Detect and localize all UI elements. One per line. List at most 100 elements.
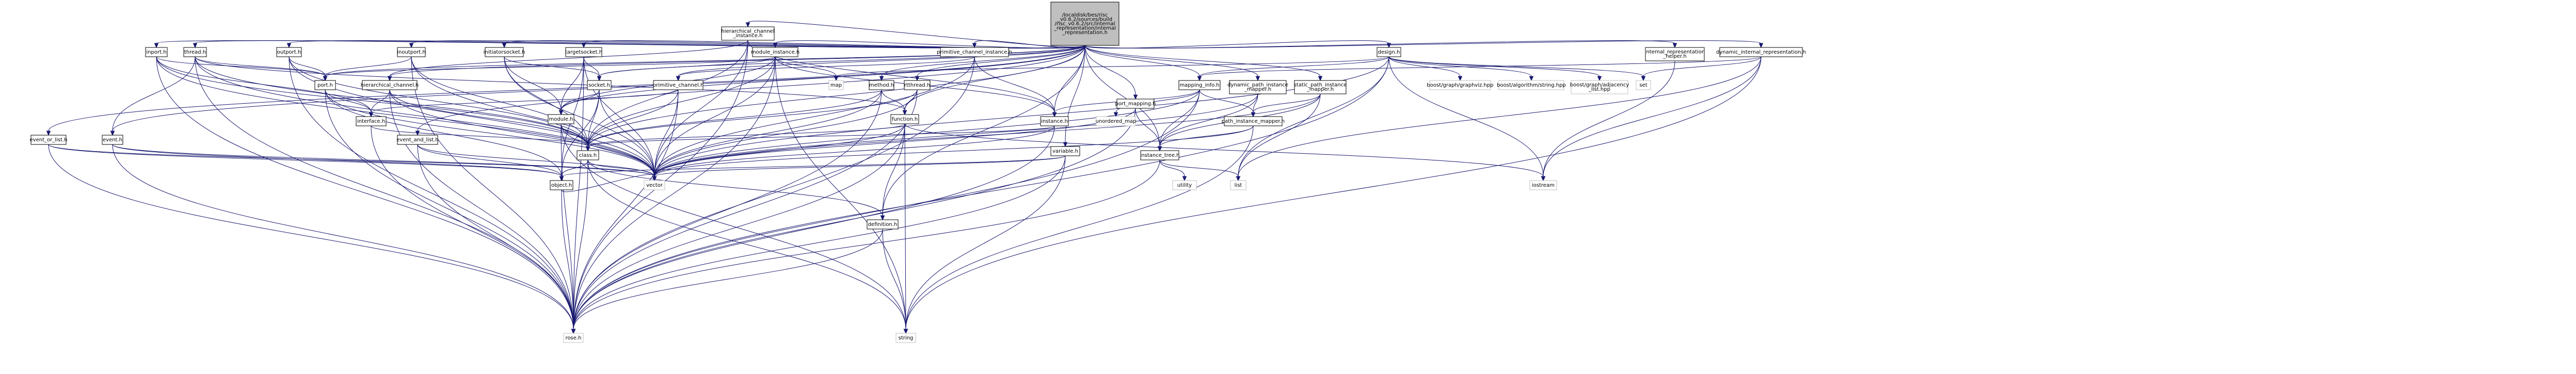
edge-spim-to-pim [1251,93,1321,118]
node-label: module_instance.h [751,50,799,55]
node-unordered-map: unordered_map [1096,116,1137,126]
edge-root-to-mapinfo [1084,45,1202,82]
edge-thread-to-vector [195,56,657,182]
node-label: string [899,335,914,341]
node-label: path_instance_mapper.h [1222,119,1285,124]
node-set: set [1636,80,1651,90]
edge-pcinst-to-primchan [676,56,975,82]
node-object-h[interactable]: object.h [550,180,573,190]
edge-function-to-definition [880,123,905,221]
node-label: thread.h [184,50,206,55]
edge-inport-to-classh [156,56,590,152]
edge-design-to-iostream [1388,56,1546,182]
node-outport-h[interactable]: outport.h [276,47,302,57]
node-port-h[interactable]: port.h [314,80,336,90]
edge-definition-to-string [882,229,908,334]
node-label: _mapper.h [1244,87,1271,92]
edge-eorlist-to-roseh [48,144,576,334]
node-dynamic-path-instance-mapper-h[interactable]: dynamic_path_instance_mapper.h [1227,80,1288,94]
node-definition-h[interactable]: definition.h [867,219,899,230]
node-label: event.h [103,137,122,143]
edge-inport-to-port [156,56,328,82]
node-instance-tree-h[interactable]: instance_tree.h [1140,150,1180,160]
node-path-instance-mapper-h[interactable]: path_instance_mapper.h [1222,116,1285,126]
node-method-h[interactable]: method.h [869,80,894,90]
node-inoutport-h[interactable]: inoutport.h [397,47,426,57]
node-instance-h[interactable]: instance.h [1040,116,1069,126]
edge-object-to-vector [561,174,657,192]
node-label: list [1235,183,1242,188]
node-internal-representation-helper-h[interactable]: internal_representation_helper.h [1645,47,1705,61]
node-utility: utility [1172,180,1197,190]
edge-design-to-balgo [1388,56,1534,82]
node-socket-h[interactable]: socket.h [587,80,612,90]
edge-root-to-eventh [110,45,1085,136]
node-inport-h[interactable]: inport.h [145,47,168,57]
edge-root-to-primchan [676,45,1085,82]
edge-eandlist-to-object [417,144,564,182]
edge-definition-to-roseh [571,229,883,334]
edge-root-to-dpim [1084,45,1260,82]
edge-variable-to-string [903,155,1066,334]
edge-function-to-string [903,123,908,334]
edge-root-to-modinst [773,40,1085,48]
edge-classh-to-definition [587,159,885,221]
node-rtthread-h[interactable]: rtthread.h [904,80,931,90]
node-class-h[interactable]: class.h [577,150,599,160]
node-initiatorsocket-h[interactable]: initiatorsocket.h [484,47,525,57]
node-static-path-instance-mapper-h[interactable]: static_path_instance_mapper.h [1294,80,1347,94]
edge-root-to-dynir [1084,40,1764,48]
node-primitive-channel-instance-h[interactable]: primitive_channel_instance.h [937,47,1012,57]
edge-port-to-roseh [325,89,576,334]
node-label: boost/algorithm/string.hpp [1497,83,1566,88]
node-primitive-channel-h[interactable]: primitive_channel.h [653,80,704,90]
node-event-or-list-h[interactable]: event_or_list.h [30,135,68,145]
node-module-instance-h[interactable]: module_instance.h [751,47,799,57]
node-label: instance_tree.h [1140,153,1180,158]
edge-root-to-design [1084,40,1391,48]
node-event-and-list-h[interactable]: event_and_list.h [396,135,439,145]
node-dynamic-internal-representation-h[interactable]: dynamic_internal_representation.h [1716,47,1806,57]
node-design-h[interactable]: design.h [1377,47,1401,57]
node-label: outport.h [277,50,301,55]
edge-pcinst-to-roseh [571,56,975,334]
node-label: iostream [1532,183,1555,188]
edge-port-to-interface [325,89,374,118]
edge-method-to-function [881,89,907,116]
node-label: map [830,83,842,88]
node-targetsocket-h[interactable]: targetsocket.h [565,47,602,57]
node-label: mapping_info.h [1179,83,1219,88]
node-localdisk-bes-risc-v0-6-2-sources-build-risc-v0-6-2-src-internal-representation-internal-representation-h[interactable]: /localdisk/bes/risc_v0.6.2/sources/build… [1050,2,1119,46]
edge-port-to-object [325,89,564,182]
node-event-h[interactable]: event.h [102,135,123,145]
node-label: boost/graph/adjacency [1570,83,1629,88]
node-label: /risc_v0.6.2/src/internal [1054,21,1115,27]
node-label: vector [646,183,663,188]
edge-primchan-to-interface [369,89,679,118]
node-module-h[interactable]: module.h [548,114,574,124]
node-hierarchical-channel-h[interactable]: hierarchical_channel.h [361,80,419,90]
edge-outport-to-roseh [289,56,576,334]
node-interface-h[interactable]: interface.h [356,116,387,126]
edge-inout-to-vector [411,56,657,182]
edge-spim-to-list [1236,93,1321,182]
edge-thread-to-function [195,56,907,116]
node-port-mapping-h[interactable]: port_mapping.h [1115,99,1156,109]
node-label: static_path_instance [1294,83,1347,88]
node-label: variable.h [1052,149,1078,154]
node-variable-h[interactable]: variable.h [1050,146,1080,156]
node-function-h[interactable]: function.h [890,114,919,124]
node-mapping-info-h[interactable]: mapping_info.h [1178,80,1221,90]
edge-root-to-spim [1084,45,1323,82]
edge-root-to-method [879,45,1085,82]
edge-classh-to-string [587,159,908,334]
node-hierarchical-channel-instance-h[interactable]: hierarchical_channel_instance.h [721,26,775,41]
node-thread-h[interactable]: thread.h [183,47,207,57]
node-label: definition.h [868,222,898,227]
edge-root-to-hcinst [745,21,1085,47]
node-label: unordered_map [1096,119,1137,124]
node-label: utility [1177,183,1192,188]
node-label: object.h [551,183,572,188]
node-label: boost/graph/graphviz.hpp [1427,83,1493,88]
node-rose-h: rose.h [563,333,584,343]
